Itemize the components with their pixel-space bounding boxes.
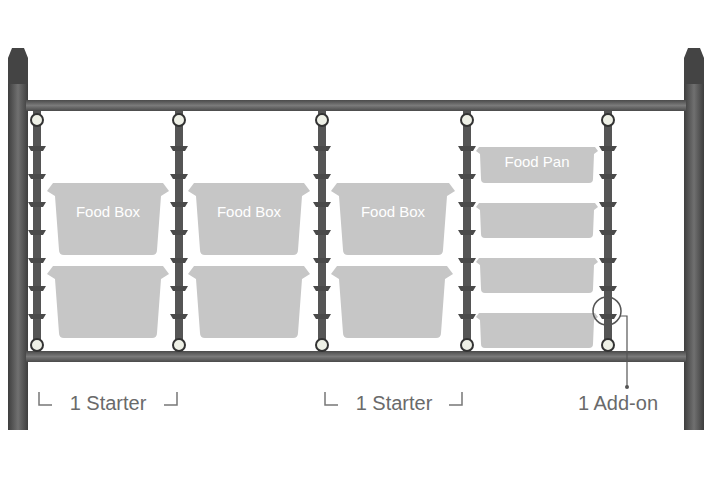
food-box: Food Box (47, 183, 169, 255)
rail-tooth (170, 286, 188, 291)
rail-tooth (599, 146, 617, 151)
rail-tooth (458, 314, 476, 319)
rail-tooth (28, 258, 46, 263)
rails (28, 111, 617, 351)
container-label: Food Box (188, 183, 310, 220)
rail-tooth (313, 202, 331, 207)
container-label: Food Box (47, 183, 169, 220)
rail-tooth (28, 314, 46, 319)
rail-tooth (313, 286, 331, 291)
rail-tooth (313, 258, 331, 263)
rail-tooth (170, 174, 188, 179)
kit-label: 1 Add-on (578, 392, 658, 415)
rail-tooth (313, 314, 331, 319)
bottom-bar (26, 351, 686, 362)
rail-bolt (316, 114, 328, 126)
food-box (331, 266, 453, 338)
food-pan (476, 203, 598, 238)
rail-bolt (31, 114, 43, 126)
rail-tooth (28, 230, 46, 235)
rail-tooth (599, 314, 617, 319)
rail-tooth (599, 174, 617, 179)
rail-bolt (461, 339, 473, 351)
rail-bolt (461, 114, 473, 126)
rail-tooth (599, 202, 617, 207)
callout (593, 297, 629, 389)
rail-tooth (458, 146, 476, 151)
container-label: Food Box (331, 183, 455, 220)
rail-tooth (458, 258, 476, 263)
rail-tooth (458, 286, 476, 291)
rail-tooth (599, 230, 617, 235)
rail-tooth (313, 146, 331, 151)
rail-bolt (31, 339, 43, 351)
rail-tooth (458, 230, 476, 235)
kit-label: 1 Starter (70, 392, 147, 415)
food-box (188, 266, 310, 338)
rail-tooth (599, 258, 617, 263)
rail-tooth (170, 314, 188, 319)
rail-tooth (170, 146, 188, 151)
rail-tooth (599, 286, 617, 291)
kit-label: 1 Starter (356, 392, 433, 415)
container-label: Food Pan (476, 147, 598, 170)
rail-tooth (28, 174, 46, 179)
rail-tooth (170, 230, 188, 235)
rail-tooth (313, 230, 331, 235)
food-box: Food Box (331, 183, 455, 255)
rail-bolt (602, 114, 614, 126)
posts (8, 48, 704, 430)
rail-tooth (28, 146, 46, 151)
rail-tooth (28, 202, 46, 207)
rail-tooth (28, 286, 46, 291)
food-pan: Food Pan (476, 147, 598, 183)
rail-tooth (458, 174, 476, 179)
food-pan (476, 313, 598, 348)
rail-bolt (173, 114, 185, 126)
food-box: Food Box (188, 183, 310, 255)
rail-tooth (170, 202, 188, 207)
rail-tooth (458, 202, 476, 207)
rail-tooth (313, 174, 331, 179)
top-bar (26, 100, 686, 111)
rail-bolt (602, 339, 614, 351)
food-box (47, 266, 169, 338)
food-pan (476, 258, 598, 293)
rail-bolt (173, 339, 185, 351)
rail-tooth (170, 258, 188, 263)
rail-bolt (316, 339, 328, 351)
